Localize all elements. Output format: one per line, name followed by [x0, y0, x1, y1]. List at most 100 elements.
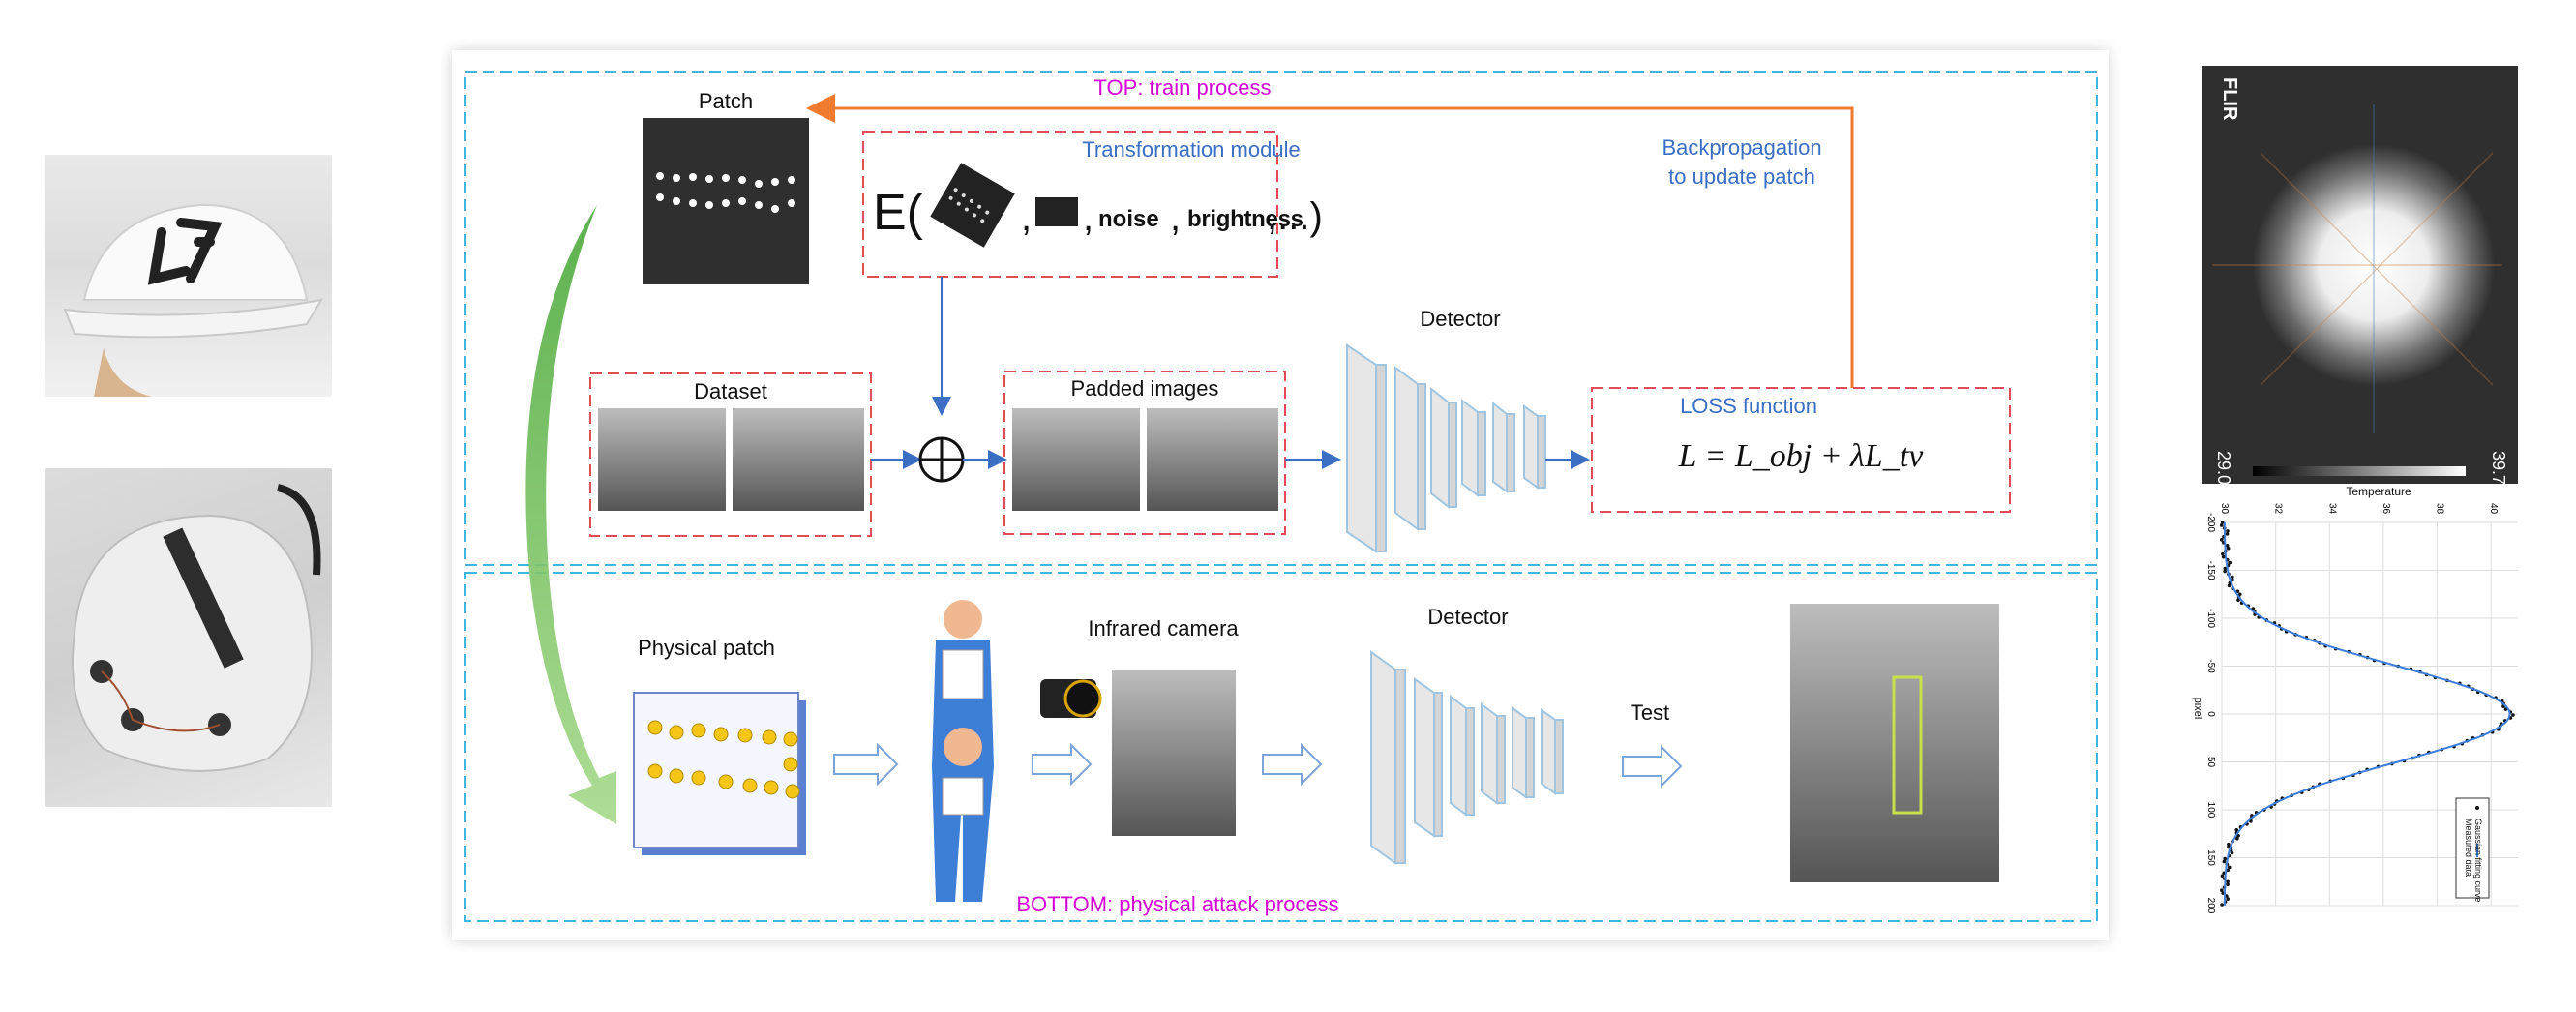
chart-title: Temperature [2346, 485, 2411, 498]
measured-data-point [2236, 598, 2240, 602]
attack-pipeline-diagram: TOP: train process BOTTOM: physical atta… [452, 50, 2109, 940]
measured-data-point [2227, 583, 2232, 588]
measured-data-point [2226, 868, 2231, 873]
padded-images-title: Padded images [1071, 376, 1219, 401]
measured-data-point [2220, 903, 2224, 907]
x-tick-label: 34 [2326, 503, 2337, 515]
x-tick-label: 40 [2488, 503, 2499, 515]
physical-patch-label: Physical patch [638, 636, 775, 660]
cap-underside-illustration [72, 484, 321, 772]
padded-image-1 [1012, 408, 1140, 511]
padded-images-box [1003, 371, 1286, 535]
y-tick-label: 50 [2205, 757, 2216, 768]
loss-function-box [1591, 387, 2011, 513]
svg-text:,: , [1170, 196, 1181, 239]
flir-brand: FLIR [2219, 77, 2240, 121]
cap-photo-front [45, 155, 332, 397]
measured-data-point [2220, 874, 2225, 878]
y-tick-label: -50 [2205, 659, 2216, 673]
brightness-term: brightness [1187, 206, 1303, 232]
bottom-section-label: BOTTOM: physical attack process [1016, 892, 1338, 916]
grid-layer [2221, 521, 2518, 907]
measured-data-point [2225, 543, 2230, 548]
hollow-arrow-3 [1262, 742, 1323, 787]
dataset-image-1 [598, 408, 726, 511]
hollow-arrow-4 [1622, 744, 1683, 789]
measured-data-point [2511, 713, 2515, 717]
loss-function-title: LOSS function [1680, 394, 1817, 418]
loss-formula: L = L_obj + λL_tv [1678, 438, 1925, 474]
measured-data-point [2221, 551, 2225, 556]
detector-bottom-label: Detector [1427, 605, 1508, 629]
add-operator-icon [918, 436, 965, 483]
diagram-canvas: TOP: train process BOTTOM: physical atta… [464, 71, 2098, 922]
hollow-arrow-2 [1032, 742, 1093, 787]
measured-data-point [2234, 836, 2239, 841]
y-tick-label: -100 [2205, 609, 2216, 628]
measured-data-point [2225, 532, 2230, 536]
x-tick-label: 32 [2273, 503, 2284, 515]
rotated-patch-thumb [930, 163, 1015, 248]
legend-fit: Gaussian fitting curve [2473, 819, 2483, 903]
measured-data-point [2223, 856, 2228, 861]
backprop-label-line2: to update patch [1668, 164, 1815, 189]
hollow-arrow-1 [833, 742, 899, 787]
detector-bottom-network [1370, 650, 1564, 865]
expectation-close: ,...) [1267, 195, 1323, 238]
legend-measured: Measured data [2464, 819, 2473, 877]
dataset-image-2 [733, 408, 864, 511]
bottom-section-frame [464, 572, 2098, 922]
y-tick-label: 150 [2205, 849, 2216, 866]
measured-data-point [2226, 546, 2231, 551]
backprop-arrow [806, 94, 1854, 388]
padded-image-2 [1147, 408, 1278, 511]
noise-term: noise [1098, 206, 1159, 232]
patch-light-dots [656, 172, 795, 213]
measured-data-point [2219, 523, 2224, 527]
measured-data-point [2223, 566, 2228, 571]
dataset-box [589, 372, 872, 537]
detector-top-label: Detector [1420, 307, 1500, 331]
x-tick-label: 30 [2219, 503, 2230, 515]
measured-data-point [2237, 592, 2242, 597]
detector-top-network [1346, 343, 1546, 553]
y-tick-label: -150 [2205, 560, 2216, 580]
measured-data-point [2223, 569, 2227, 574]
svg-text:,: , [1083, 196, 1093, 239]
measured-data-point [2220, 521, 2225, 524]
person-figure-icon [932, 600, 994, 902]
bulb-icons [647, 720, 800, 799]
transformation-module-title: Transformation module [1082, 137, 1300, 162]
y-tick-label: -200 [2205, 513, 2216, 532]
measured-data-point [2230, 850, 2234, 855]
transformation-module-box [862, 131, 1278, 278]
measured-data-point [2234, 827, 2239, 832]
measured-data-point [2220, 538, 2224, 542]
cap-front-illustration [63, 203, 323, 397]
measured-data-point [2226, 529, 2230, 533]
cap-logo [147, 218, 223, 285]
measured-data-point [2226, 897, 2231, 901]
thermal-canvas: FLIR 29.0 39.7 [2212, 77, 2508, 484]
measured-data-point [2231, 578, 2234, 582]
x-tick-label: 38 [2435, 503, 2445, 515]
temperature-scale-bar [2253, 466, 2466, 476]
infrared-capture-image [1112, 670, 1236, 836]
expectation-symbol: E( [873, 185, 924, 241]
measured-data-point [2222, 859, 2227, 864]
y-tick-label: 100 [2205, 802, 2216, 819]
measured-data-point [2228, 560, 2232, 565]
infrared-camera-label: Infrared camera [1088, 616, 1239, 640]
measured-data-point [2226, 879, 2230, 884]
gaussian-fit-series [2223, 522, 2511, 906]
measured-data-point [2221, 554, 2226, 559]
measured-data-point [2227, 842, 2231, 847]
camera-icon [1040, 679, 1102, 718]
thermal-image: FLIR 29.0 39.7 [2202, 66, 2518, 484]
y-tick-label: 0 [2205, 711, 2216, 717]
svg-text:,: , [1021, 196, 1032, 239]
y-tick-label: 200 [2205, 898, 2216, 913]
min-temp: 29.0 [2214, 451, 2233, 484]
